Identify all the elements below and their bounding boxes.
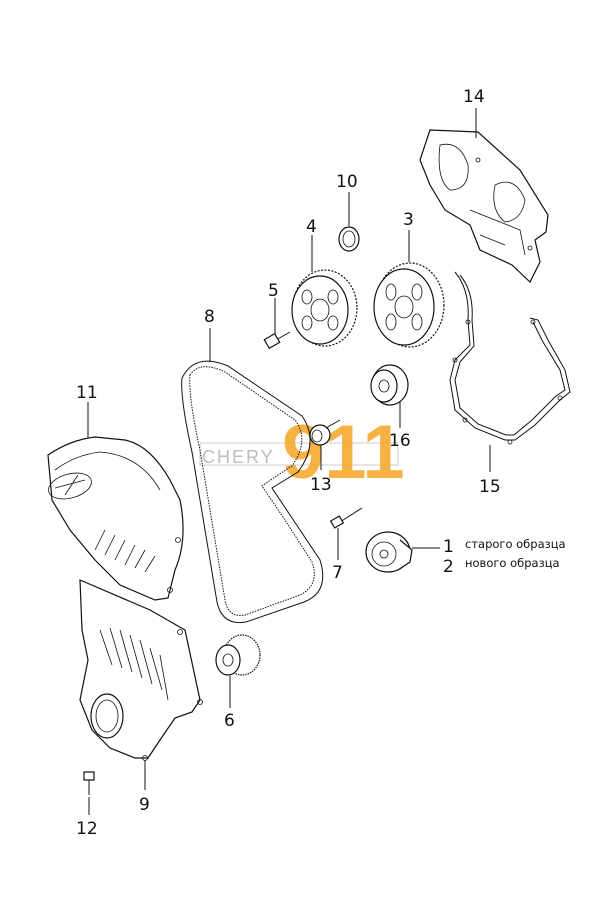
rear-timing-cover-part-14 [419,129,549,283]
tensioner-pin-part-13 [309,419,341,446]
callout-3: 3 [403,210,414,230]
camshaft-pulley-part-4 [291,269,358,347]
callout-8: 8 [204,307,215,327]
lower-front-cover-part-9 [79,579,203,761]
callout-5: 5 [268,281,279,301]
watermark-number: 911 [282,410,405,495]
upper-front-cover-part-11 [47,436,184,601]
callout-10: 10 [336,172,358,192]
bolt-part-12 [83,771,95,795]
callout-13: 13 [310,475,332,495]
camshaft-pulley-part-3 [373,262,445,348]
cover-gasket-part-15 [449,271,571,445]
tensioner-part-1-2 [365,531,413,573]
watermark: CHERY 911 [199,410,405,495]
callout-15: 15 [479,477,501,497]
leader-lines [87,108,491,815]
callout-12: 12 [76,819,98,839]
callout-6: 6 [224,711,235,731]
note-new-type: нового образца [465,556,560,570]
callout-16: 16 [389,431,411,451]
callout-4: 4 [306,217,317,237]
watermark-text: CHERY [202,447,275,467]
tensioner-bolt-part-7 [329,507,363,529]
crankshaft-sprocket-part-6 [215,634,261,676]
note-old-type: старого образца [465,537,566,551]
callout-11: 11 [76,383,98,403]
callout-9: 9 [139,795,150,815]
idler-pulley-part-16 [370,364,409,406]
bolt-part-5 [263,331,291,350]
callout-2: 2 [443,557,454,577]
callout-1: 1 [443,537,454,557]
o-ring-part-10 [338,226,360,252]
callout-14: 14 [463,87,485,107]
timing-belt-part-8 [181,360,324,624]
callout-7: 7 [332,563,343,583]
